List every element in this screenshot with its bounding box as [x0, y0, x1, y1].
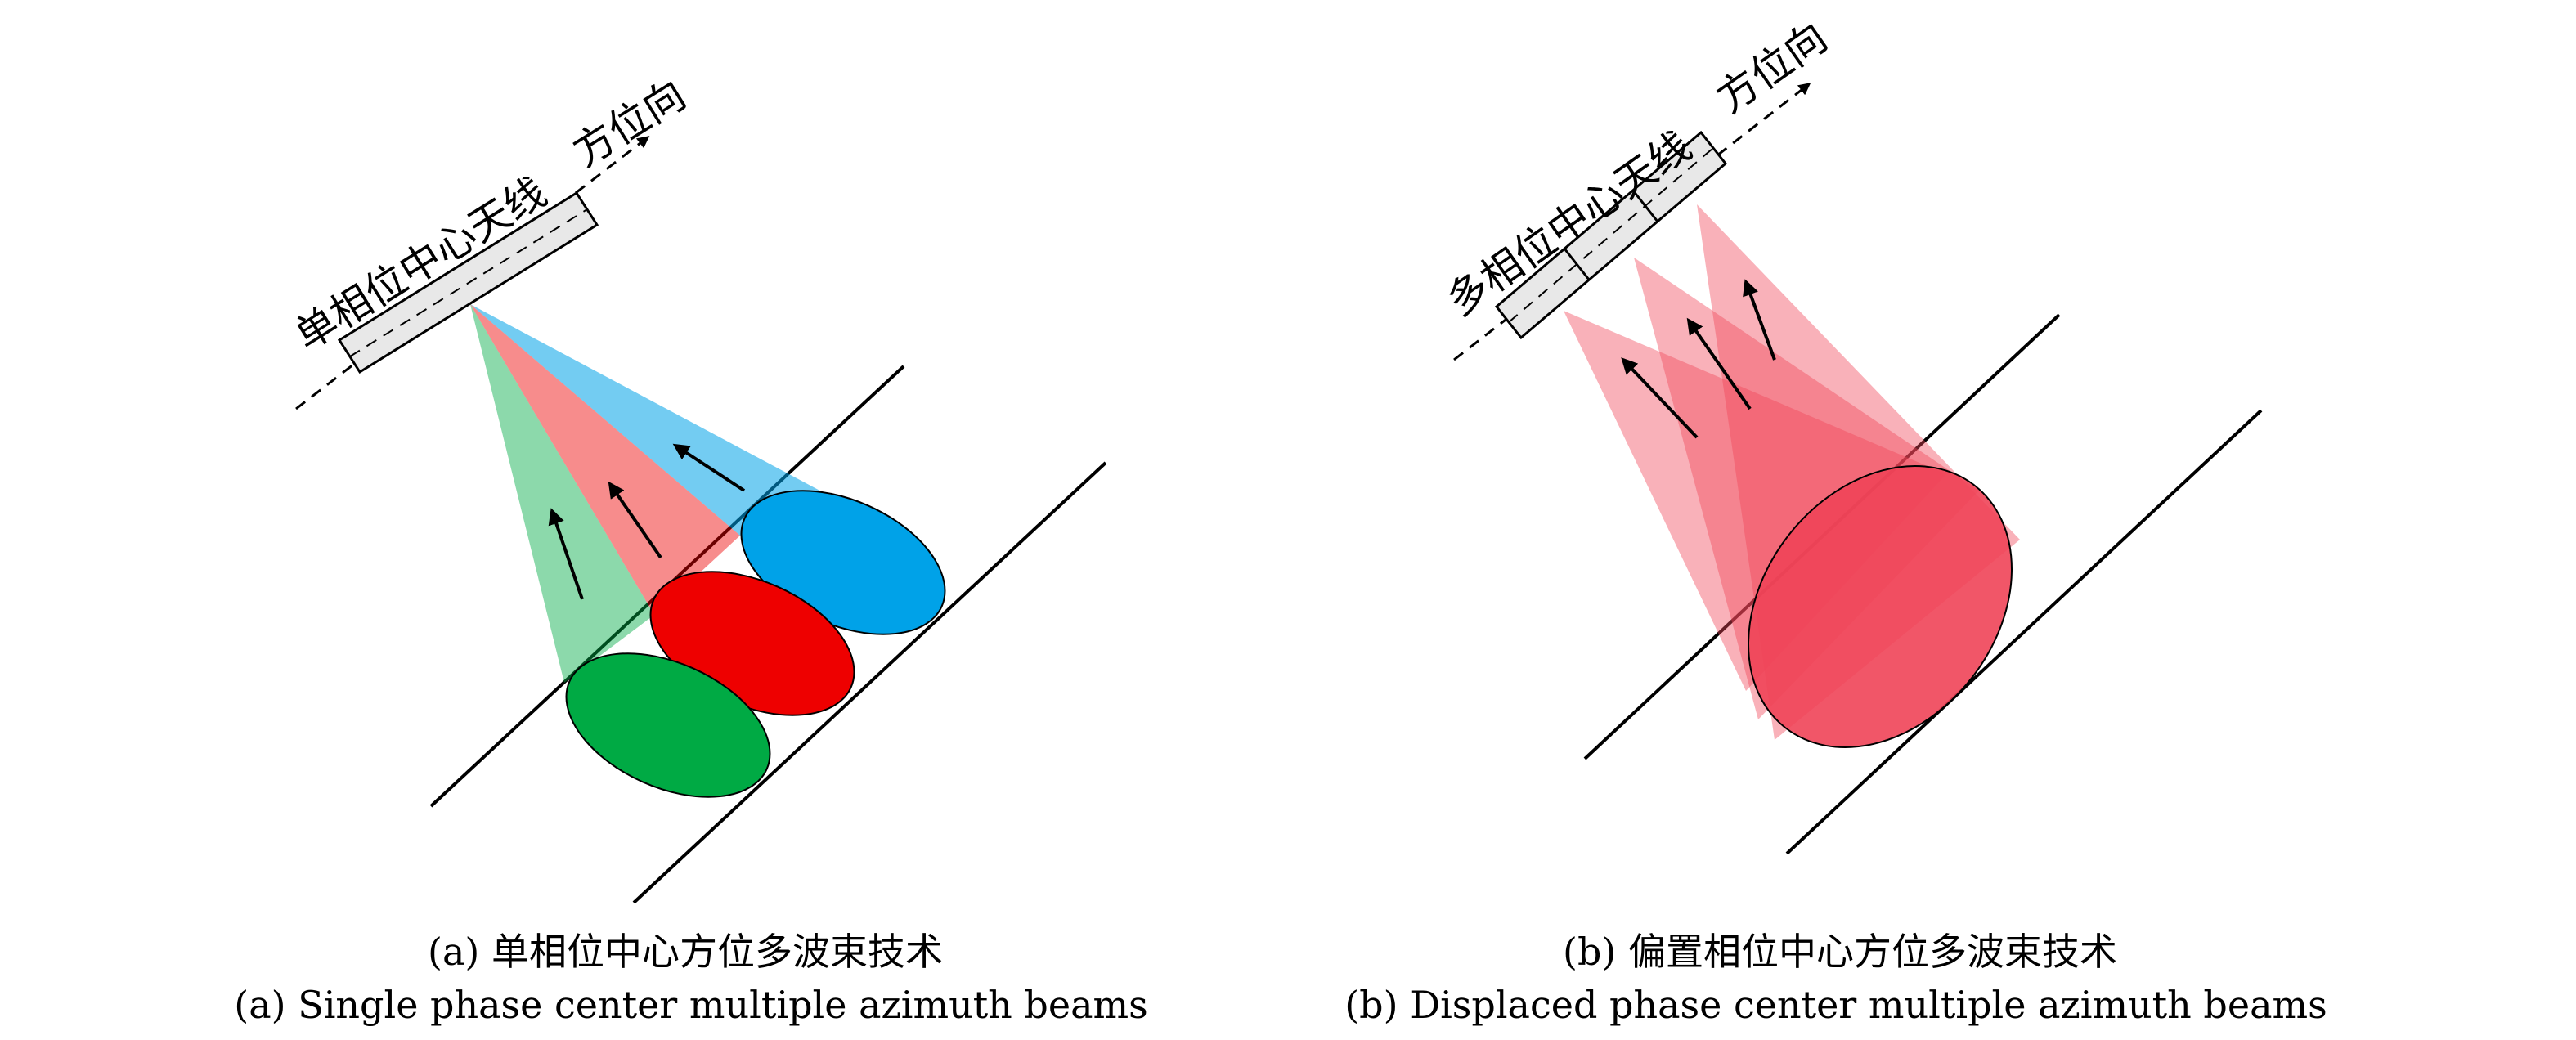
swath-line-lower-b: [1785, 409, 2263, 855]
swath-line-lower-a: [632, 461, 1107, 904]
antenna-box-b: [1494, 130, 1728, 340]
arrow-b-2: [1686, 317, 1752, 410]
caption-en-b: (b) Displaced phase center multiple azim…: [1344, 983, 2327, 1027]
arrow-red: [608, 481, 662, 559]
arrow-b-3: [1743, 279, 1776, 361]
caption-cn-a: (a) 单相位中心方位多波束技术: [428, 930, 943, 974]
panel-b: 多相位中心天线 方位向 (b) 偏置相位中心方位多波束技术 (b) Displa…: [1344, 13, 2327, 1027]
beam-cone-green: [470, 304, 654, 683]
beam-cone-b-1: [1564, 311, 1946, 691]
beam-cone-blue: [470, 304, 850, 536]
beam-footprint-b: [1748, 464, 2013, 749]
arrow-b-1: [1621, 357, 1699, 439]
direction-label-a: 方位向: [565, 71, 694, 177]
panel-a: 单相位中心天线 方位向 (a) 单相位中心方位多波束技术 (a) Single …: [234, 71, 1148, 1027]
beam-footprint-green: [565, 652, 771, 798]
beam-cone-red: [470, 304, 740, 615]
arrow-blue: [672, 443, 746, 492]
caption-en-a: (a) Single phase center multiple azimuth…: [234, 983, 1148, 1027]
arrow-green: [548, 508, 584, 600]
caption-cn-b: (b) 偏置相位中心方位多波束技术: [1563, 930, 2117, 974]
antenna-centerline-a: [349, 208, 588, 357]
beam-cone-b-2: [1634, 258, 1979, 719]
direction-label-b: 方位向: [1708, 13, 1836, 123]
